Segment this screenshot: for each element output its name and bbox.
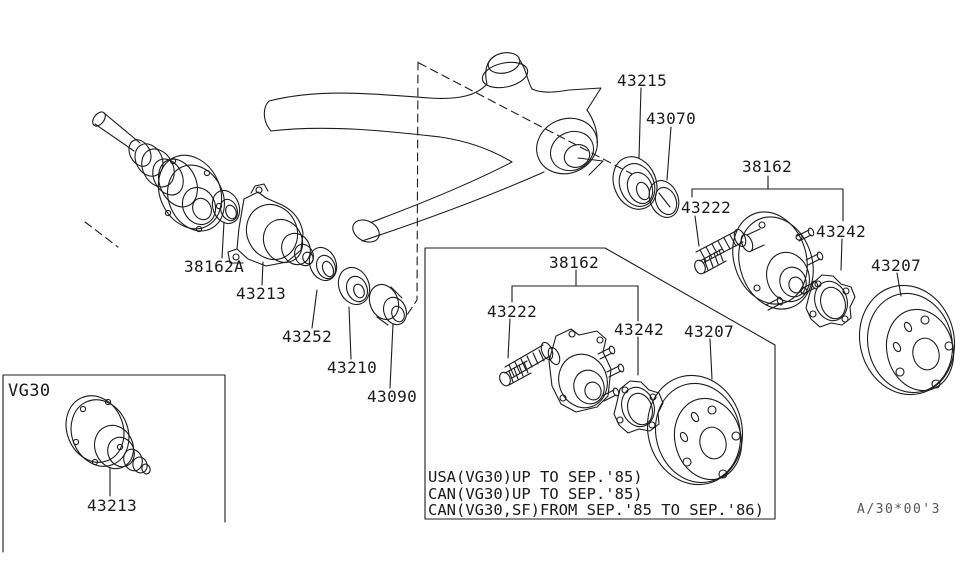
brake-drum-right-drawing — [858, 284, 956, 396]
part-label-38162A: 38162A — [184, 257, 244, 276]
part-label-43242-box: 43242 — [614, 320, 664, 339]
part-label-43242-right: 43242 — [816, 222, 866, 241]
vg30-inset-box — [2, 374, 226, 553]
part-label-38162-box: 38162 — [549, 253, 599, 272]
wheel-bearing-43215-drawing — [612, 156, 658, 210]
part-label-43222-box: 43222 — [487, 302, 537, 321]
leader-lines — [109, 87, 902, 497]
seal-43070-drawing — [648, 180, 680, 218]
part-label-43213-inset: 43213 — [87, 496, 137, 515]
hub-assembly-box-drawing — [499, 328, 625, 413]
part-label-43090: 43090 — [367, 387, 417, 406]
part-number-labels: 43215 43070 38162 43222 43242 43207 3816… — [8, 71, 921, 515]
vg30-hub-drawing — [65, 395, 151, 475]
note-line-1: USA(VG30)UP TO SEP.'85) — [428, 468, 643, 486]
part-label-43252: 43252 — [282, 327, 332, 346]
flange-right-drawing — [805, 274, 856, 328]
part-label-43207-box: 43207 — [684, 322, 734, 341]
note-line-3: CAN(VG30,SF)FROM SEP.'85 TO SEP.'86) — [428, 501, 764, 519]
assembly-axis-dashed-lines — [84, 61, 633, 319]
brake-drum-box-drawing — [646, 374, 744, 486]
part-label-43207-right: 43207 — [871, 256, 921, 275]
part-label-43222-right: 43222 — [681, 198, 731, 217]
document-code: A/30*00'3 — [857, 502, 941, 517]
hub-assembly-right-drawing — [694, 211, 824, 311]
part-label-43210: 43210 — [327, 358, 377, 377]
grease-seal-43252-drawing — [308, 246, 338, 282]
callout-box — [424, 247, 776, 520]
locknut-drawing — [211, 189, 241, 225]
cap-43090-drawing — [368, 283, 408, 326]
trailing-arm-drawing — [263, 52, 604, 243]
bearing-43210-drawing — [337, 266, 371, 306]
part-label-43070: 43070 — [646, 109, 696, 128]
part-label-38162-right: 38162 — [742, 157, 792, 176]
part-label-43213: 43213 — [236, 284, 286, 303]
part-label-43215: 43215 — [617, 71, 667, 90]
applicability-notes: USA(VG30)UP TO SEP.'85) CAN(VG30)UP TO S… — [428, 468, 764, 519]
inset-title-vg30: VG30 — [8, 381, 51, 401]
drive-shaft-drawing — [92, 111, 225, 233]
note-line-2: CAN(VG30)UP TO SEP.'85) — [428, 485, 643, 503]
